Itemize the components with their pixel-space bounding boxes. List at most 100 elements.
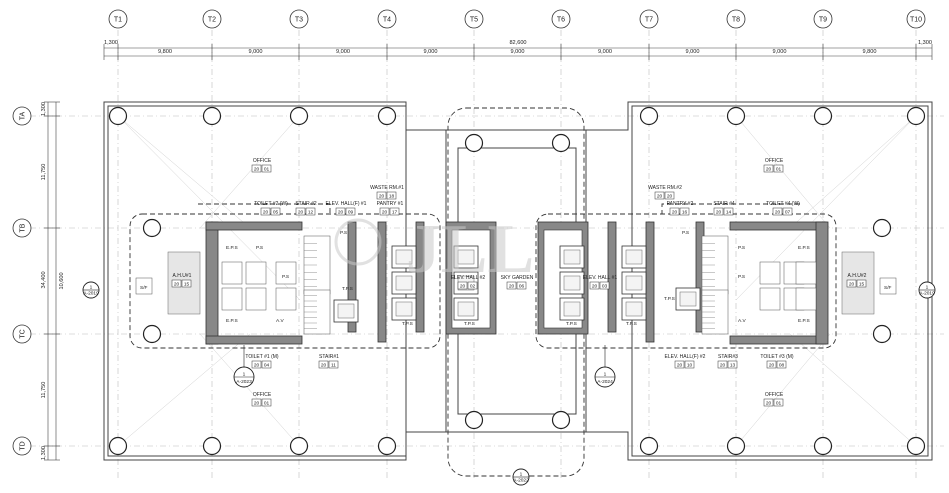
column-2 [202,106,222,126]
core-wall-e5 [729,221,827,231]
room-code-b-toilet_4: 07 [785,209,791,215]
dim-bay-4: 9,000 [511,49,525,55]
grid-bubble-T7 [639,9,659,29]
room-name-elev_hall_f2: ELEV. HALL(F) #2 [665,354,706,360]
fixture-label-10: E.P.S [798,245,810,251]
room-code-a-elev_hall_2: 20 [460,283,466,289]
toilet-stall-10 [795,261,817,285]
section-marker-ref-east: A-2019 [919,291,935,297]
room-name-waste_rm_2: WASTE RM.#2 [648,185,682,191]
column-7 [377,436,397,456]
room-code-a-waste_rm_1: 20 [379,193,385,199]
room-code-b-ahu_2: 15 [859,281,865,287]
dim-left-4: 1,300 [41,446,47,460]
east-bank-a-car-1 [563,275,581,291]
room-code-a-stair_3: 20 [720,362,726,368]
room-code-b-waste_rm_1: 18 [389,193,395,199]
section-marker-num-right: 1 [604,372,607,378]
grid-bubble-T4 [377,9,397,29]
corner-diagonals [117,115,917,447]
grid-bubble-T9 [813,9,833,29]
room-code-box-a-elev_hall_f2 [674,360,685,369]
room-name-stair_4: STAIR #4 [713,201,735,207]
room-code-b-office_se: 01 [776,400,782,406]
room-code-box-b-waste_rm_2 [664,191,675,200]
watermark-ring [334,218,382,266]
room-code-box-a-stair_4 [713,207,724,216]
room-code-a-toilet_2: 20 [263,209,269,215]
fixture-label-3: E.P.S [226,318,238,324]
room-code-b-stair_3: 13 [730,362,736,368]
grid-bubble-T8 [726,9,746,29]
room-code-b-pantry_2: 16 [682,209,688,215]
section-marker-num-left: 1 [243,372,246,378]
core-wall-e6 [729,335,827,345]
room-code-b-office_sw: 01 [264,400,270,406]
room-name-elev_hall_1: ELEV. HALL #1 [583,275,618,281]
grid-bubble-label-T2: T2 [208,17,216,24]
room-code-box-b-elev_hall_f1 [345,207,356,216]
grid-bubble-T3 [289,9,309,29]
structural-columns [108,106,926,456]
room-code-box-b-stair_3 [727,360,738,369]
room-code-a-office_nw: 20 [254,166,260,172]
grid-bubble-label-TA: TA [20,111,27,120]
section-marker-num-east: 1 [926,285,929,291]
room-code-box-a-waste_rm_1 [376,191,387,200]
west-bank-a-car-0 [395,249,413,265]
grid-bubble-label-TB: TB [20,223,27,232]
grid-bubble-label-TD: TD [20,441,27,450]
diagonal-line-1 [199,115,300,229]
room-name-stair_2: STAIR #2 [295,201,317,207]
room-name-elev_hall_f1: ELEV. HALL(F) #1 [326,201,367,207]
column-5 [289,436,309,456]
west-bank-b-car-2 [457,301,475,317]
diagonal-line-7 [735,333,831,447]
room-code-box-b-ahu_2 [856,279,867,288]
section-marker-ref-left: A-2023 [236,379,252,385]
section-marker-num-bottom: 1 [520,472,523,478]
room-code-a-office_ne: 20 [766,166,772,172]
grid-bubble-label-T6: T6 [557,17,565,24]
fixture-label-6: T.P.S [342,286,353,292]
fixture-label-13: A.V [738,318,747,324]
column-14 [906,106,926,126]
room-code-b-stair_4: 14 [726,209,732,215]
column-0 [108,106,128,126]
column-18 [464,410,484,430]
fixture-label-9: P.S [738,245,745,251]
east-bank-b-car-2 [625,301,643,317]
dim-bay-2: 9,000 [336,49,350,55]
room-code-box-a-office_se [763,398,774,407]
dim-edge-right: 1,300 [918,40,932,46]
grid-bubble-T10 [906,9,926,29]
diagonal-line-4 [117,333,251,447]
room-code-box-a-waste_rm_2 [654,191,665,200]
grid-bubble-label-T9: T9 [819,17,827,24]
room-code-box-b-office_sw [261,398,272,407]
toilet-stall-2 [221,287,243,311]
fixture-label-16: T.P.S [626,321,637,327]
room-code-b-toilet_2: 05 [273,209,279,215]
dim-edge-left: 1,300 [104,40,118,46]
room-code-box-b-elev_hall_2 [467,281,478,290]
room-code-box-b-office_nw [261,164,272,173]
fixture-label-12: E.P.S [798,318,810,324]
section-marker-ref-right: A-2024 [597,379,613,385]
column-21 [142,324,162,344]
room-code-a-pantry_2: 20 [672,209,678,215]
room-code-box-b-elev_hall_f2 [684,360,695,369]
column-4 [289,106,309,126]
fixture-label-8: T.P.S [464,321,475,327]
room-code-box-a-stair_2 [295,207,306,216]
room-code-a-toilet_1: 20 [254,362,260,368]
fixture-label-19: S/F [884,285,892,291]
core-wall-w1 [205,221,219,345]
room-code-box-a-toilet_2 [260,207,271,216]
grid-bubble-T2 [202,9,222,29]
dim-left-total: 34,400 [41,271,47,288]
room-code-box-a-elev_hall_2 [457,281,468,290]
column-23 [872,324,892,344]
column-16 [464,133,484,153]
